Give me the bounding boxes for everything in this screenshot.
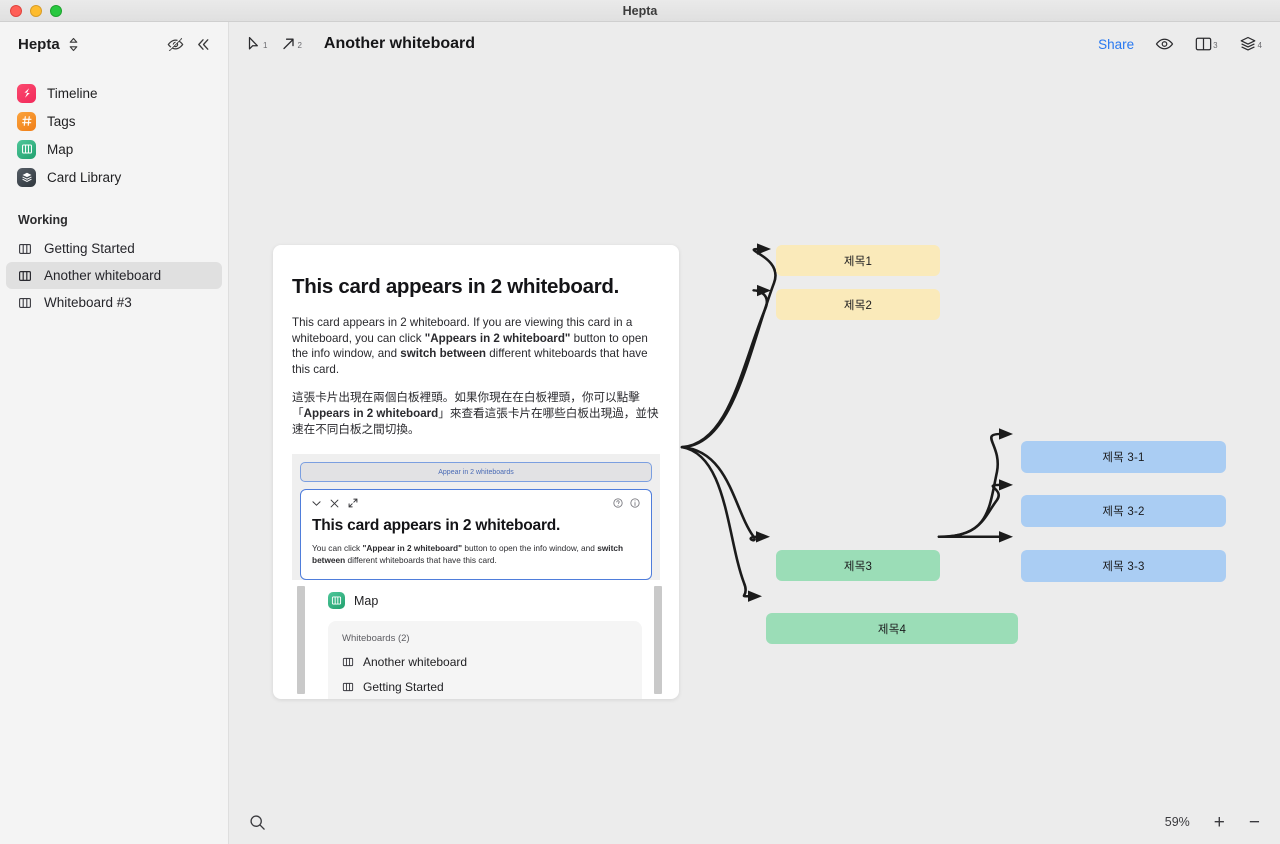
tool-select-button[interactable]: 1 (247, 36, 267, 52)
embedded-note-card: This card appears in 2 whiteboard. You c… (300, 489, 652, 581)
embedded-map-section: Map Whiteboards (2) Another whiteboard (292, 580, 662, 699)
whiteboard-icon (17, 242, 33, 256)
whiteboard-icon (342, 656, 354, 668)
layers-button[interactable]: 4 (1239, 36, 1262, 52)
mindmap-node-2[interactable]: 제목2 (776, 289, 940, 320)
embedded-whiteboard-row: Getting Started (342, 680, 628, 694)
mindmap-node-3-1[interactable]: 제목 3-1 (1021, 441, 1226, 473)
hash-icon (17, 111, 36, 131)
tool-arrow-button[interactable]: 2 (281, 36, 302, 52)
appears-in-2-whiteboards-button: Appear in 2 whiteboards (300, 462, 652, 483)
window-titlebar: Hepta (0, 0, 1280, 22)
window-title: Hepta (622, 3, 658, 18)
mindmap-node-3[interactable]: 제목3 (776, 550, 940, 581)
sidebar-item-label: Getting Started (44, 241, 135, 256)
sidebar-item-label: Tags (47, 113, 76, 129)
map-icon (328, 592, 345, 610)
sidebar-item-card-library[interactable]: Card Library (8, 163, 220, 191)
tool-select-shortcut: 1 (263, 41, 268, 50)
note-card-body: This card appears in 2 whiteboard. This … (273, 245, 679, 699)
eye-off-icon[interactable] (164, 33, 186, 55)
embedded-whiteboard-label: Getting Started (363, 680, 444, 695)
expand-icon (348, 498, 358, 511)
preview-button[interactable] (1155, 36, 1174, 52)
chevron-updown-icon[interactable] (66, 36, 82, 52)
sidebar-nav: Timeline Tags Map Card Library (0, 66, 228, 191)
sidebar-item-label: Timeline (47, 85, 98, 101)
toolbar: 1 2 Another whiteboard Share 3 4 (229, 22, 1280, 66)
zoom-level-label[interactable]: 59% (1164, 815, 1190, 829)
split-view-button[interactable]: 3 (1195, 36, 1218, 52)
sidebar: Hepta (0, 22, 229, 844)
mindmap-node-1[interactable]: 제목1 (776, 245, 940, 276)
sidebar-header: Hepta (0, 22, 228, 66)
sidebar-item-label: Map (47, 141, 74, 157)
sidebar-section-title: Working (18, 213, 68, 227)
note-card[interactable]: This card appears in 2 whiteboard. This … (273, 245, 679, 699)
screenshot-left-scrollbar (297, 586, 305, 695)
mindmap-node-4[interactable]: 제목4 (766, 613, 1018, 644)
screenshot-right-scrollbar (654, 586, 662, 695)
zoom-controls: 59% + − (1165, 813, 1260, 832)
note-card-paragraph-cjk: 這張卡片出現在兩個白板裡頭。如果你現在在白板裡頭，你可以點擊「Appears i… (292, 391, 659, 437)
traffic-lights (0, 4, 62, 17)
sidebar-item-whiteboard-3[interactable]: Whiteboard #3 (6, 289, 222, 316)
toolbar-actions: Share 3 4 (1098, 36, 1262, 52)
main-area: 1 2 Another whiteboard Share 3 4 (229, 22, 1280, 844)
note-card-paragraph-en: This card appears in 2 whiteboard. If yo… (292, 316, 648, 376)
whiteboard-icon (17, 296, 33, 310)
mindmap-node-3-2[interactable]: 제목 3-2 (1021, 495, 1226, 527)
sidebar-item-map[interactable]: Map (8, 135, 220, 163)
close-icon (330, 499, 339, 511)
timeline-icon (17, 83, 36, 103)
sidebar-whiteboard-list: Getting Started Another whiteboard White… (0, 235, 228, 316)
sidebar-item-label: Whiteboard #3 (44, 295, 132, 310)
sidebar-item-label: Card Library (47, 169, 122, 185)
note-card-heading: This card appears in 2 whiteboard. (292, 275, 619, 298)
tool-arrow-shortcut: 2 (297, 41, 302, 50)
mindmap-node-3-3[interactable]: 제목 3-3 (1021, 550, 1226, 582)
minimize-window-button[interactable] (30, 4, 42, 17)
app-brand-label: Hepta (18, 35, 60, 53)
whiteboard-canvas[interactable]: This card appears in 2 whiteboard. This … (229, 66, 1280, 800)
embedded-whiteboards-title: Whiteboards (2) (342, 633, 410, 645)
layers-shortcut: 4 (1257, 41, 1262, 50)
search-icon[interactable] (249, 814, 266, 831)
sidebar-item-label: Another whiteboard (44, 268, 162, 283)
zoom-in-button[interactable]: + (1213, 811, 1225, 833)
embedded-screenshot: Appear in 2 whiteboards (292, 454, 662, 699)
embedded-card-heading: This card appears in 2 whiteboard. (312, 517, 561, 535)
embedded-whiteboards-panel: Whiteboards (2) Another whiteboard (328, 621, 642, 699)
embedded-map-label: Map (354, 593, 379, 608)
page-title: Another whiteboard (323, 35, 476, 52)
layers-icon (17, 167, 36, 187)
maximize-window-button[interactable] (50, 4, 62, 17)
split-view-shortcut: 3 (1213, 41, 1218, 50)
bottom-bar: 59% + − (229, 800, 1280, 844)
info-circle-icon (630, 498, 640, 511)
sidebar-item-getting-started[interactable]: Getting Started (6, 235, 222, 262)
share-button[interactable]: Share (1098, 36, 1135, 52)
sidebar-item-another-whiteboard[interactable]: Another whiteboard (6, 262, 222, 289)
sidebar-item-timeline[interactable]: Timeline (8, 79, 220, 107)
embedded-whiteboard-row: Another whiteboard (342, 655, 628, 669)
map-icon (17, 139, 36, 159)
chevron-down-icon (312, 499, 321, 510)
embedded-card-toolbar (312, 498, 640, 511)
close-window-button[interactable] (10, 4, 22, 17)
help-circle-icon (613, 498, 623, 511)
whiteboard-icon (17, 269, 33, 283)
embedded-whiteboard-label: Another whiteboard (363, 655, 468, 670)
embedded-card-body: You can click "Appear in 2 whiteboard" b… (312, 543, 624, 566)
collapse-sidebar-icon[interactable] (192, 33, 214, 55)
zoom-out-button[interactable]: − (1248, 811, 1260, 833)
sidebar-item-tags[interactable]: Tags (8, 107, 220, 135)
whiteboard-icon (342, 681, 354, 693)
